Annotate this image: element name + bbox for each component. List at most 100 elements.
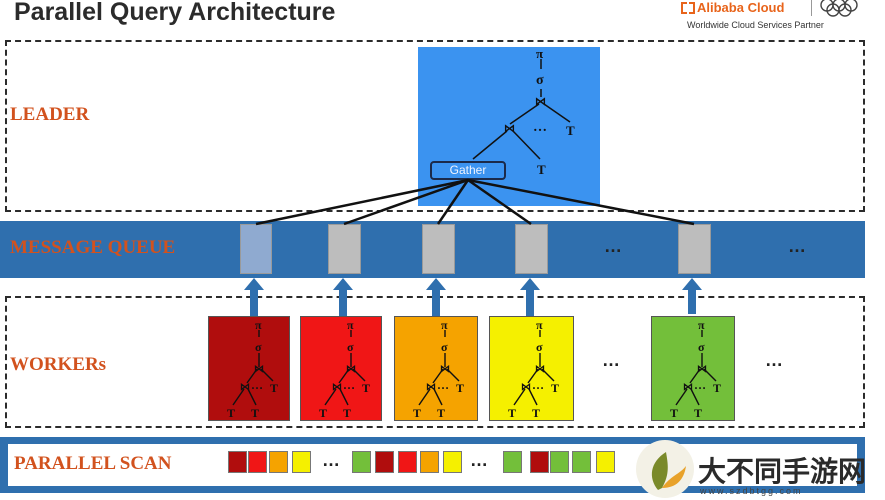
page-title: Parallel Query Architecture	[14, 0, 336, 26]
worker-sigma: σ	[441, 340, 448, 354]
worker-join-top: ⋈	[697, 364, 707, 375]
worker-table-mid: T	[343, 406, 351, 420]
brand-subtitle: Worldwide Cloud Services Partner	[687, 20, 824, 30]
worker-table-mid: T	[437, 406, 445, 420]
connector-line-2	[343, 178, 469, 226]
worker-table-mid: T	[694, 406, 702, 420]
worker-table-right: T	[551, 381, 559, 395]
arrow-shaft-4	[526, 288, 534, 316]
arrow-shaft-1	[250, 288, 258, 316]
worker-table-mid: T	[532, 406, 540, 420]
scan-cell-6	[375, 451, 394, 473]
worker-table-left: T	[670, 406, 678, 420]
worker-join-top: ⋈	[440, 364, 450, 375]
worker-join-inner: ⋈	[240, 382, 250, 393]
arrow-shaft-5	[688, 288, 696, 314]
scan-cell-4	[292, 451, 311, 473]
queue-ellipsis-1: …	[604, 236, 624, 256]
worker-table-left: T	[413, 406, 421, 420]
leader-table-bottom: T	[537, 162, 546, 177]
queue-slot-3	[422, 224, 455, 274]
scan-cell-8	[420, 451, 439, 473]
worker-sigma: σ	[255, 340, 262, 354]
scan-cell-14	[596, 451, 615, 473]
arrow-shaft-3	[432, 288, 440, 316]
workers-ellipsis-1: …	[602, 350, 622, 370]
workers-ellipsis-2: …	[765, 350, 785, 370]
worker-sigma: σ	[347, 340, 354, 354]
scan-cell-5	[352, 451, 371, 473]
connector-line-4	[467, 178, 532, 226]
connector-line-1	[255, 178, 469, 226]
leader-join-inner: ⋈	[504, 123, 515, 135]
worker-pi: π	[536, 318, 543, 332]
brand-name: Alibaba Cloud	[697, 0, 785, 15]
leader-sigma: σ	[536, 73, 544, 88]
scan-cell-13	[572, 451, 591, 473]
alibaba-cloud-logo: Alibaba Cloud Worldwide Cloud Services P…	[681, 0, 871, 36]
worker-sigma: σ	[536, 340, 543, 354]
worker-table-left: T	[508, 406, 516, 420]
scan-cell-9	[443, 451, 462, 473]
arrow-head-4	[520, 278, 540, 290]
queue-slot-4	[515, 224, 548, 274]
worker-join-inner: ⋈	[683, 382, 693, 393]
arrow-head-5	[682, 278, 702, 290]
worker-table-right: T	[362, 381, 370, 395]
worker-join-inner: ⋈	[521, 382, 531, 393]
message-queue-label: MESSAGE QUEUE	[10, 237, 176, 258]
scan-ellipsis-2: …	[470, 450, 490, 470]
worker-sigma: σ	[698, 340, 705, 354]
worker-ellipsis: …	[343, 378, 355, 392]
queue-ellipsis-2: …	[788, 236, 808, 256]
queue-slot-2	[328, 224, 361, 274]
worker-table-right: T	[270, 381, 278, 395]
leaf-icon	[651, 452, 686, 490]
leader-plan-tree: π σ ⋈ ⋈ … T T	[472, 47, 575, 177]
scan-cell-11	[530, 451, 549, 473]
leader-region	[5, 40, 865, 212]
workers-label: WORKERs	[10, 354, 107, 375]
scan-ellipsis-1: …	[322, 450, 342, 470]
leader-label: LEADER	[10, 104, 90, 125]
arrow-head-2	[333, 278, 353, 290]
worker-join-top: ⋈	[535, 364, 545, 375]
brand-divider	[811, 0, 812, 16]
scan-cell-2	[248, 451, 267, 473]
queue-slot-5	[678, 224, 711, 274]
leader-table-right: T	[566, 123, 575, 138]
arrow-shaft-2	[339, 288, 347, 316]
arrow-head-3	[426, 278, 446, 290]
worker-table-left: T	[319, 406, 327, 420]
gather-node: Gather	[430, 161, 506, 180]
scan-cell-3	[269, 451, 288, 473]
worker-join-inner: ⋈	[332, 382, 342, 393]
leader-pi: π	[536, 47, 543, 61]
worker-table-right: T	[713, 381, 721, 395]
worker-pi: π	[698, 318, 705, 332]
worker-table-mid: T	[251, 406, 259, 420]
worker-join-inner: ⋈	[426, 382, 436, 393]
worker-pi: π	[441, 318, 448, 332]
olympic-rings-icon	[820, 0, 858, 17]
worker-table-left: T	[227, 406, 235, 420]
worker-pi: π	[347, 318, 354, 332]
arrow-head-1	[244, 278, 264, 290]
worker-ellipsis: …	[532, 378, 544, 392]
worker-ellipsis: …	[694, 378, 706, 392]
connector-line-5	[467, 178, 695, 226]
worker-ellipsis: …	[251, 378, 263, 392]
scan-cell-12	[550, 451, 569, 473]
watermark-text: 大不同手游网	[698, 455, 867, 488]
